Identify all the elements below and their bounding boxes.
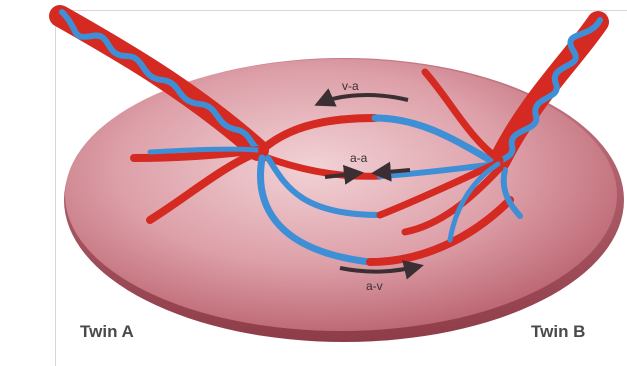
label-va: v-a <box>342 79 359 93</box>
twin-b-label: Twin B <box>531 322 585 342</box>
twin-a-vein-branch-upper <box>150 149 258 152</box>
label-av: a-v <box>366 279 383 293</box>
label-aa: a-a <box>350 151 368 165</box>
twin-a-label: Twin A <box>80 322 134 342</box>
